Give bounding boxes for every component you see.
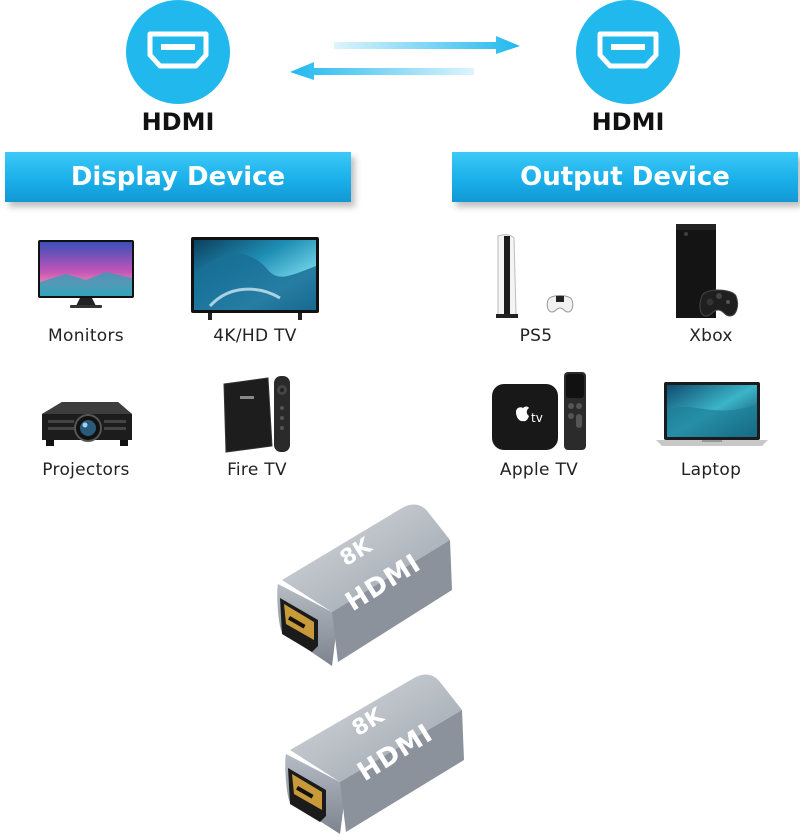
- tv-device: [190, 236, 320, 322]
- hdmi-port-icon: [597, 31, 659, 69]
- device-label-monitors: Monitors: [48, 326, 124, 346]
- projector-icon: [42, 402, 132, 446]
- fire-tv-icon: [223, 376, 290, 453]
- svg-text:tv: tv: [531, 411, 543, 425]
- ps5-icon: [496, 234, 574, 318]
- hdmi-coupler-bottom: 8K HDMI: [282, 668, 472, 836]
- hdmi-coupler-icon: [285, 674, 464, 834]
- projector-device: [34, 396, 138, 450]
- monitor-icon: [38, 240, 134, 308]
- hdmi-right-label: HDMI: [591, 108, 665, 136]
- device-label-ps5: PS5: [519, 326, 553, 346]
- hdmi-left-circle: [126, 0, 230, 104]
- apple-tv-device: tv: [490, 368, 590, 454]
- hdmi-port-icon: [147, 31, 209, 69]
- device-label-fire-tv: Fire TV: [227, 460, 287, 480]
- fire-tv-device: [220, 374, 304, 456]
- laptop-icon: [656, 382, 768, 446]
- output-device-banner: Output Device: [452, 152, 798, 202]
- hdmi-right-circle: [576, 0, 680, 104]
- display-device-banner: Display Device: [5, 152, 351, 202]
- device-label-xbox: Xbox: [689, 326, 733, 346]
- hdmi-left-label: HDMI: [141, 108, 215, 136]
- device-label-tv: 4K/HD TV: [213, 326, 297, 346]
- hdmi-coupler-icon: [277, 504, 452, 666]
- ps5-device: [488, 232, 584, 320]
- device-label-laptop: Laptop: [680, 460, 742, 480]
- xbox-device: [672, 222, 752, 324]
- xbox-icon: [676, 224, 739, 318]
- hdmi-coupler-top: 8K HDMI: [272, 500, 462, 675]
- tv-icon: [191, 237, 319, 320]
- laptop-device: [654, 380, 770, 450]
- device-label-apple-tv: Apple TV: [499, 460, 579, 480]
- device-label-projectors: Projectors: [42, 460, 130, 480]
- apple-tv-icon: tv: [492, 372, 586, 450]
- monitor-device: [36, 238, 136, 310]
- bidirectional-arrows-icon: [290, 36, 520, 80]
